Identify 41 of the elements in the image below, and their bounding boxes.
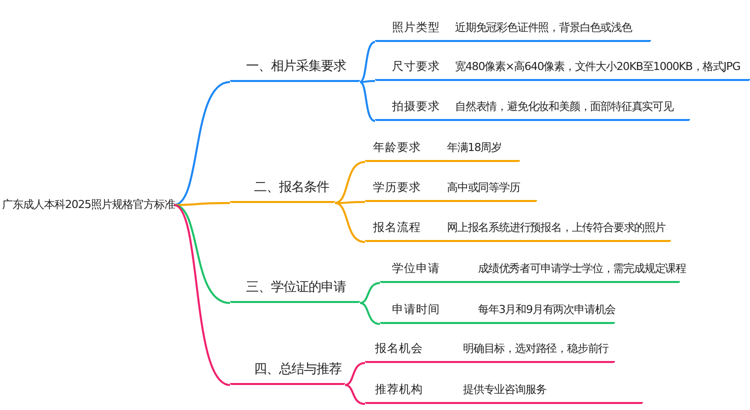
topic-label: 照片类型 — [392, 20, 440, 35]
branch-label: 二、报名条件 — [254, 179, 329, 196]
detail-text: 自然表情，避免化妆和美颜，面部特征真实可见 — [455, 99, 674, 114]
connector-line — [360, 302, 380, 325]
root-topic: 广东成人本科2025照片规格官方标准 — [2, 194, 174, 216]
topic-label: 年龄要求 — [373, 140, 421, 155]
connector-line — [360, 81, 376, 122]
connector-line — [174, 204, 230, 386]
connector-line — [360, 282, 380, 304]
detail-text: 每年3月和9月有两次申请机会 — [478, 302, 616, 317]
detail-text: 高中或同等学历 — [447, 180, 520, 195]
branch-label: 三、学位证的申请 — [246, 279, 346, 296]
detail-text: 近期免冠彩色证件照，背景白色或浅色 — [455, 20, 632, 35]
connector-line — [344, 362, 366, 386]
topic-label: 学位申请 — [392, 261, 440, 276]
connector-line — [360, 80, 375, 83]
topic-label: 拍摄要求 — [392, 99, 440, 114]
detail-text: 宽480像素×高640像素，文件大小20KB至1000KB，格式JPG — [455, 59, 740, 74]
detail-text: 提供专业咨询服务 — [463, 382, 546, 397]
connector-line — [335, 201, 365, 204]
connector-line — [344, 384, 366, 405]
topic-label: 尺寸要求 — [392, 59, 440, 74]
connector-line — [174, 202, 230, 206]
connector-line — [174, 81, 230, 206]
topic-label: 报名机会 — [375, 341, 423, 356]
connector-line — [174, 204, 230, 304]
topic-label: 报名流程 — [373, 220, 421, 235]
branch-label: 四、总结与推荐 — [254, 361, 342, 378]
branch-line — [230, 56, 360, 82]
branch-line — [230, 277, 360, 303]
topic-label: 申请时间 — [392, 302, 440, 317]
connector-line — [360, 41, 376, 83]
connector-line — [334, 202, 366, 243]
branch-label: 一、相片采集要求 — [246, 58, 346, 75]
detail-text: 明确目标，选对路径，稳步前行 — [463, 341, 609, 356]
connector-line — [334, 161, 366, 204]
detail-text: 成绩优秀者可申请学士学位，需完成规定课程 — [478, 261, 686, 276]
topic-label: 推荐机构 — [375, 382, 423, 397]
detail-text: 年满18周岁 — [447, 140, 502, 155]
topic-label: 学历要求 — [373, 180, 421, 195]
detail-text: 网上报名系统进行预报名，上传符合要求的照片 — [447, 220, 666, 235]
